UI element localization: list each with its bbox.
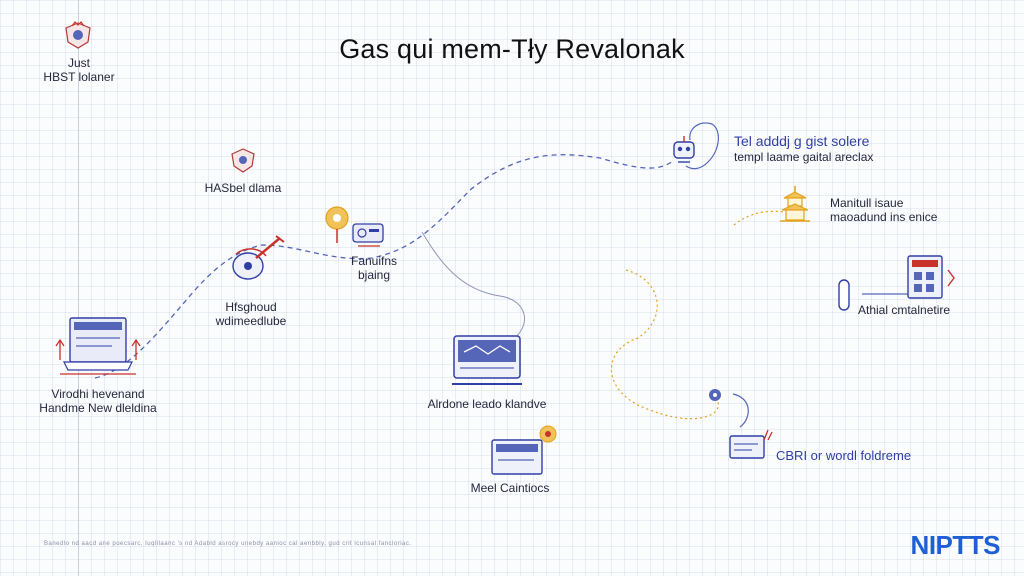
node-label-10: CBRI or wordl foldreme [776,448,912,463]
thin-route-center [421,231,525,341]
node-label-8-line-2: maoadund ins enice [830,210,938,224]
panel-icon [907,255,955,299]
node-label-5: Alrdone leado klandve [427,397,547,411]
node-label-4-line-2: Handme New dleldina [39,401,157,415]
robot-loop [685,122,719,170]
node-label-3-line-2: wdimeedlube [215,314,287,328]
node-label-7: Tel adddj g gist solere templ laame gait… [734,133,873,165]
node-label-1: HASbel dlama [204,181,282,195]
node-label-2-line-2: bjaing [357,268,391,282]
node-label-8: Manitull isaue maoadund ins enice [830,196,937,224]
card-device-icon [729,429,773,459]
capsule-icon [838,279,850,311]
node-label-8-line-1: Manitull isaue [830,196,904,210]
node-label-4-line-1: Virodhi hevenand [51,387,145,401]
crest-icon [65,21,91,49]
node-label-7-line-1: Tel adddj g gist solere [734,133,870,149]
node-label-6: Meel Caintiocs [470,481,550,495]
card-icon [709,389,721,401]
corner-label-line-1: Just [67,56,90,70]
node-label-4: Virodhi hevenand Handme New dleldina [28,387,168,415]
crest-icon-small [231,148,255,173]
corner-label: Just HBST lolaner [40,56,118,84]
brand-logo: NIPTTS [910,530,1001,560]
node-label-2: Fanuifns bjaing [326,254,422,282]
dotted-route-pagoda [733,210,785,226]
node-label-7-line-2: templ laame gaital areclax [734,150,874,164]
node-label-3: Hfsghoud wdimeedlube [198,300,304,328]
monitor-icon [55,317,141,375]
page-title: Gas qui mem-Tły Revalonak [339,34,685,64]
node-label-9: Athial cmtalnetire [858,303,951,317]
robot-icon [673,136,695,163]
footer-note: Banedlo nd aacd ane poecsarc. Iuqlllaanc… [44,541,412,547]
pin-icon [325,206,349,243]
node-label-3-line-1: Hfsghoud [225,300,277,314]
dotted-route-gold [610,269,719,420]
hook-route [732,393,749,428]
pagoda-icon [780,186,810,222]
node-label-2-line-1: Fanuifns [350,254,398,268]
laptop-icon [452,335,522,385]
guitar-icon [232,235,285,280]
margin-rule [78,0,79,576]
device-icon [352,223,384,247]
form-icon [491,425,557,475]
dashed-route-main [94,154,675,379]
corner-label-line-2: HBST lolaner [43,70,115,84]
